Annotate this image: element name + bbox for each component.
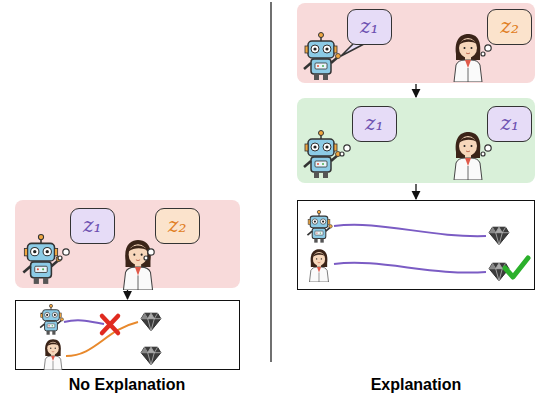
column-caption: No Explanation — [69, 376, 185, 394]
speech-tail — [341, 44, 364, 56]
thought-dot — [485, 45, 491, 51]
latent-label: z₂ — [168, 212, 187, 238]
robot-figure — [40, 304, 63, 334]
flow-arrow — [415, 184, 416, 199]
robot-figure — [307, 210, 332, 242]
trajectory-line — [66, 322, 138, 356]
thought-bubble: z₂ — [155, 208, 200, 244]
thought-dot — [485, 145, 491, 151]
woman-figure — [44, 339, 62, 370]
latent-label: z₁ — [360, 13, 379, 39]
thought-bubble: z₁ — [70, 208, 115, 244]
divider-line — [270, 2, 271, 362]
latent-label: z₁ — [500, 110, 519, 136]
robot-figure — [304, 131, 341, 179]
thought-dot — [481, 152, 485, 156]
diamond-icon — [141, 313, 161, 331]
thought-bubble: z₂ — [487, 9, 532, 45]
trajectory-line — [334, 263, 486, 273]
woman-figure — [454, 132, 482, 180]
robot-figure — [23, 235, 61, 284]
latent-label: z₁ — [365, 110, 384, 136]
thought-dot — [340, 152, 344, 156]
thought-dot — [63, 249, 69, 255]
success-check — [505, 258, 528, 277]
latent-label: z₁ — [83, 212, 102, 238]
thought-dot — [148, 249, 154, 255]
latent-label: z₂ — [500, 13, 519, 39]
thought-bubble: z₁ — [487, 106, 532, 142]
flow-arrow — [415, 84, 416, 97]
diamond-icon — [489, 227, 509, 245]
woman-figure — [123, 240, 152, 290]
thought-bubble: z₁ — [352, 106, 397, 142]
trajectory-line — [64, 320, 104, 324]
thought-dot — [58, 256, 62, 260]
flow-arrow — [127, 289, 128, 299]
diamond-icon — [141, 347, 161, 365]
thought-dot — [344, 145, 350, 151]
woman-figure — [309, 249, 328, 282]
thought-dot — [481, 52, 485, 56]
robot-figure — [304, 33, 341, 81]
trajectory-line — [334, 225, 486, 236]
speech-bubble: z₁ — [347, 9, 392, 45]
fail-cross — [102, 316, 118, 333]
woman-figure — [454, 34, 482, 82]
thought-dot — [144, 256, 148, 260]
column-caption: Explanation — [371, 376, 462, 394]
